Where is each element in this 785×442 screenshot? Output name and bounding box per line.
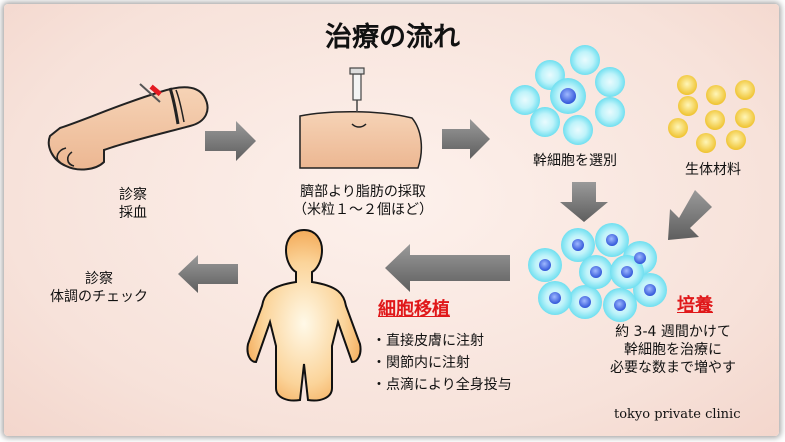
- harvest-line-2: （米粒１～２個ほど）: [293, 202, 433, 218]
- biomaterial-label: 生体材料: [685, 162, 741, 178]
- culture-description: 約 3-4 週間かけて 幹細胞を治療に 必要な数まで増やす: [578, 323, 768, 377]
- abdomen-illustration: [299, 67, 423, 169]
- transplant-item: ・関節内に注射: [372, 355, 470, 371]
- transplant-list: ・直接皮膚に注射 ・関節内に注射 ・点滴により全身投与: [372, 330, 512, 396]
- transplant-item: ・点滴により全身投与: [372, 377, 512, 393]
- harvest-line-1: 臍部より脂肪の採取: [300, 184, 426, 200]
- culture-line-3: 必要な数まで増やす: [610, 360, 736, 376]
- arrow-down-1: [560, 182, 608, 222]
- consult-line-1: 診察: [119, 187, 147, 203]
- culture-heading: 培養: [677, 295, 713, 316]
- checkup-line-2: 体調のチェック: [50, 289, 148, 305]
- flow-arrows: [178, 119, 712, 293]
- harvest-label: 臍部より脂肪の採取 （米粒１～２個ほど）: [268, 183, 458, 219]
- slide-background: [4, 4, 779, 436]
- culture-line-1: 約 3-4 週間かけて: [615, 324, 731, 340]
- checkup-label: 診察 体調のチェック: [24, 270, 174, 306]
- arrow-right-1: [205, 121, 256, 161]
- arm-illustration: [47, 83, 209, 171]
- page-title: 治療の流れ: [325, 22, 460, 53]
- culture-line-2: 幹細胞を治療に: [624, 342, 722, 358]
- transplant-heading: 細胞移植: [378, 299, 450, 320]
- checkup-line-1: 診察: [85, 271, 113, 287]
- cultured-cell-cluster: [528, 223, 667, 322]
- arrow-down-diagonal: [668, 190, 712, 240]
- consult-line-2: 採血: [119, 205, 147, 221]
- arrow-left-2: [178, 255, 238, 293]
- biomaterial-cells: [668, 75, 755, 153]
- transplant-item: ・直接皮膚に注射: [372, 333, 484, 349]
- arrow-right-2: [442, 119, 490, 159]
- human-figure: [246, 228, 362, 402]
- select-label: 幹細胞を選別: [533, 153, 617, 169]
- brand-footer: tokyo private clinic: [614, 407, 741, 422]
- consult-label: 診察 採血: [105, 186, 161, 222]
- arrow-left-1: [385, 244, 510, 292]
- stem-cell-cluster: [510, 45, 625, 145]
